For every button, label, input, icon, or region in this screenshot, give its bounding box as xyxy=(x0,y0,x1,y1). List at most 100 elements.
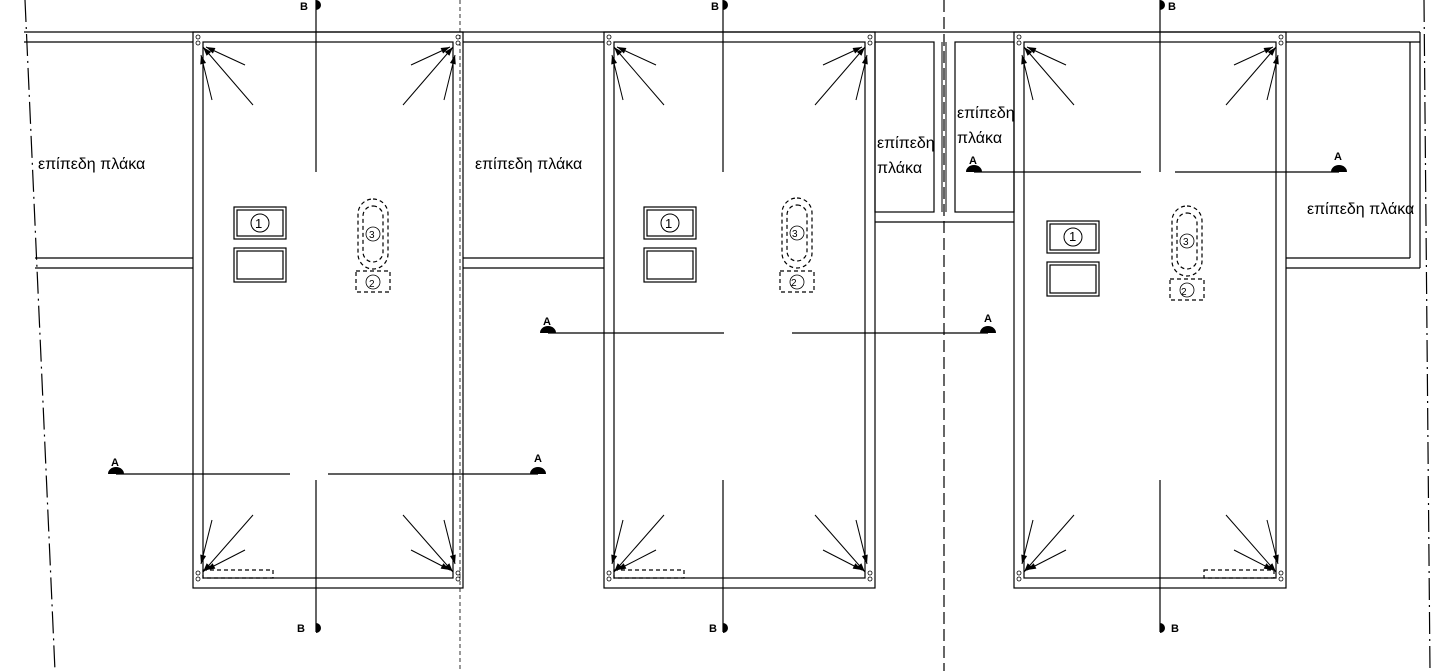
building-inner-wall xyxy=(1023,41,1277,579)
arrow-head xyxy=(449,55,456,65)
arrow-head xyxy=(200,554,207,564)
downpipe-icon xyxy=(455,570,461,576)
equipment-box xyxy=(233,247,287,283)
plan-geometry xyxy=(24,0,1431,671)
section-a-label: A xyxy=(984,313,992,325)
downpipe-icon xyxy=(1278,570,1284,576)
arrow-head xyxy=(1021,55,1028,65)
drain-arrow xyxy=(613,514,665,573)
downpipe-icon xyxy=(606,576,612,582)
arrow-head xyxy=(1024,47,1033,56)
pit-outline xyxy=(355,270,391,293)
downpipe-icon xyxy=(195,34,201,40)
tank-inner xyxy=(786,204,808,262)
arrow-head xyxy=(861,554,868,564)
item-circle-2 xyxy=(1179,282,1195,298)
arrow-head xyxy=(1027,563,1037,570)
item-circle-3 xyxy=(789,225,805,241)
item-number-2: 2 xyxy=(791,278,797,289)
item-circle-1 xyxy=(1063,227,1083,247)
arrow-head xyxy=(1021,554,1028,564)
slab-outline xyxy=(954,41,1015,213)
drain-arrow xyxy=(1023,46,1075,106)
slab-label: επίπεδη πλάκα xyxy=(1307,201,1414,218)
equipment-box xyxy=(233,206,287,240)
equipment-box-inner xyxy=(1049,264,1097,294)
item-number-1: 1 xyxy=(1069,229,1076,244)
equipment-box-inner xyxy=(236,209,284,237)
downpipe-icon xyxy=(1016,40,1022,46)
downpipe-icon xyxy=(455,40,461,46)
downpipe-icon xyxy=(606,570,612,576)
downpipe-icon xyxy=(455,34,461,40)
downpipe-icon xyxy=(195,570,201,576)
downpipe-icon xyxy=(867,570,873,576)
threshold-outline xyxy=(202,569,274,579)
section-b-label: B xyxy=(709,623,717,635)
section-a-label: A xyxy=(111,457,119,469)
slab-outline xyxy=(874,41,935,213)
item-number-1: 1 xyxy=(255,216,262,231)
equipment-box xyxy=(1046,220,1100,254)
arrow-head xyxy=(1027,47,1037,54)
equipment-box xyxy=(643,247,697,283)
drain-arrow xyxy=(402,46,454,106)
section-b-marker xyxy=(723,0,728,10)
slab-label-line1: επίπεδη xyxy=(877,135,935,152)
arrow-head xyxy=(206,563,216,570)
section-b-label: B xyxy=(297,623,305,635)
section-a-marker xyxy=(108,467,124,474)
slab-label-line2: πλάκα xyxy=(957,130,1002,147)
arrow-head xyxy=(203,47,212,56)
tank-inner xyxy=(362,205,384,263)
slab-label: επίπεδη πλάκα xyxy=(38,156,145,173)
item-circle-2 xyxy=(365,274,381,290)
building-outer-wall xyxy=(603,31,876,589)
arrow-head xyxy=(1267,47,1276,56)
section-a-marker xyxy=(1331,165,1347,172)
arrow-head xyxy=(1272,55,1279,65)
pit-outline xyxy=(1169,278,1205,301)
equipment-box-inner xyxy=(1049,223,1097,251)
arrow-head xyxy=(617,47,627,54)
downpipe-icon xyxy=(867,34,873,40)
section-a-marker xyxy=(966,165,982,172)
section-b-marker xyxy=(316,0,321,10)
drain-arrow xyxy=(202,514,254,573)
downpipe-icon xyxy=(1016,34,1022,40)
equipment-box xyxy=(643,206,697,240)
tank-outline xyxy=(1171,205,1203,277)
arrow-head xyxy=(444,47,453,56)
downpipe-icon xyxy=(867,40,873,46)
section-b-label: B xyxy=(300,1,308,13)
property-line xyxy=(1423,0,1431,671)
arrow-head xyxy=(611,55,618,65)
equipment-box-inner xyxy=(236,250,284,280)
threshold-outline xyxy=(1203,569,1275,579)
drain-arrow xyxy=(1225,46,1277,106)
arrow-head xyxy=(617,563,627,570)
drain-arrow xyxy=(402,514,454,573)
item-number-3: 3 xyxy=(1183,237,1189,248)
arrow-head xyxy=(449,554,456,564)
drain-arrow xyxy=(1225,514,1277,573)
downpipe-icon xyxy=(606,40,612,46)
downpipe-icon xyxy=(1016,576,1022,582)
arrow-head xyxy=(852,47,862,54)
downpipe-icon xyxy=(1278,576,1284,582)
section-b-label: B xyxy=(1171,623,1179,635)
slab-label-line1: επίπεδη xyxy=(957,105,1015,122)
section-b-label: B xyxy=(711,1,719,13)
item-circle-3 xyxy=(365,226,381,242)
section-a-marker xyxy=(540,326,556,333)
equipment-box xyxy=(1046,261,1100,297)
drain-arrow xyxy=(1023,514,1075,573)
drain-arrow xyxy=(613,46,665,106)
arrow-head xyxy=(200,55,207,65)
arrow-head xyxy=(206,47,216,54)
equipment-box-inner xyxy=(646,209,694,237)
item-number-1: 1 xyxy=(665,216,672,231)
item-circle-2 xyxy=(789,274,805,290)
slab-label-line2: πλάκα xyxy=(877,160,922,177)
property-line xyxy=(24,0,56,671)
